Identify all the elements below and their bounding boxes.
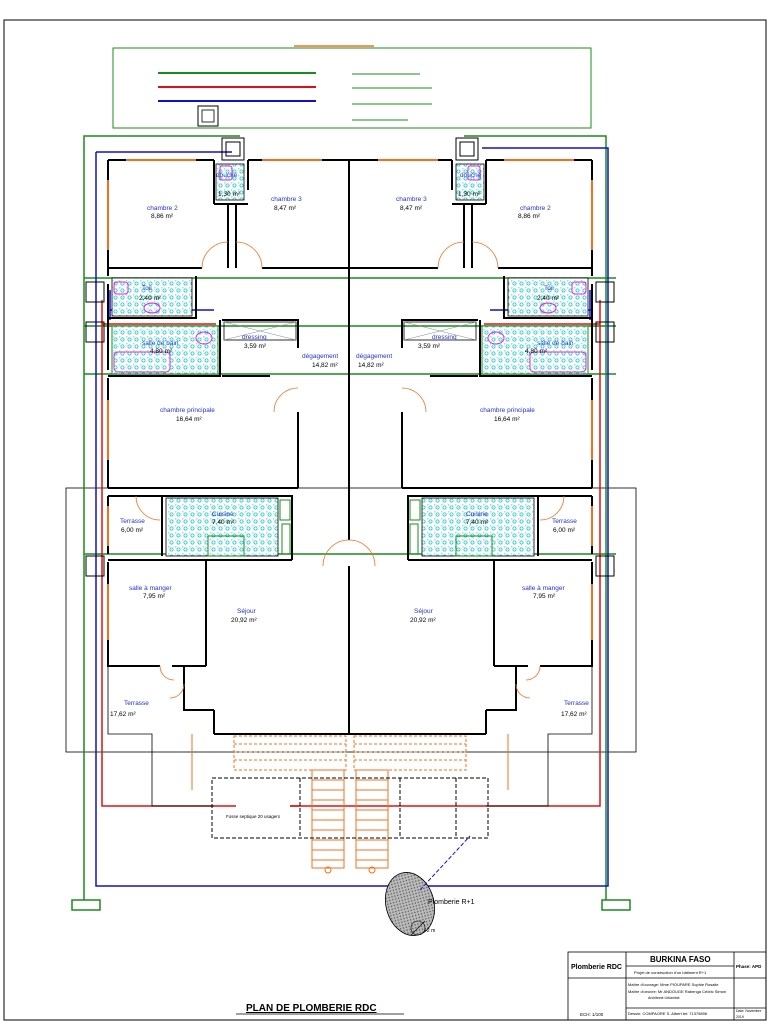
room-area: 6,00 m² — [121, 527, 144, 534]
room-name: chambre 2 — [147, 205, 178, 212]
inspection-boxes — [85, 137, 615, 577]
kitchen-fixtures — [207, 499, 493, 557]
room-name: dressing — [432, 334, 457, 341]
room-area: 14,82 m² — [312, 362, 338, 369]
room-name: douche — [216, 172, 238, 179]
room-area: 16,64 m² — [494, 416, 520, 423]
room-area: 3,59 m² — [244, 343, 267, 350]
septic-tank — [211, 777, 489, 839]
room-name: salle de bain — [537, 340, 574, 347]
room-name: Terrasse — [564, 700, 589, 707]
room-name: Terrasse — [120, 518, 145, 525]
sheet-name: Plomberie RDC — [571, 964, 622, 971]
room-area: 8,86 m² — [518, 213, 541, 220]
staircase — [233, 735, 467, 874]
room-area: 1,30 m² — [218, 191, 241, 198]
green-water-supply-lines — [71, 135, 631, 911]
room-area: 8,86 m² — [151, 213, 174, 220]
phase: Phase: APD — [736, 964, 762, 969]
room-labels-right: chambre 2 8,86 m² chambre 3 8,47 m² douc… — [356, 172, 589, 718]
septic-label: Fosse septique 20 usagers — [226, 814, 281, 819]
room-area: 7,95 m² — [533, 593, 556, 600]
room-area: 7,40 m² — [466, 519, 489, 526]
architect-role: Architecte Urbaniste — [648, 996, 680, 1000]
room-labels-left: chambre 2 8,86 m² chambre 3 8,47 m² douc… — [110, 172, 338, 718]
room-name: Toil — [544, 285, 554, 292]
room-area: 20,92 m² — [231, 617, 257, 624]
room-area: 7,95 m² — [143, 593, 166, 600]
room-name: dressing — [242, 334, 267, 341]
title-block — [567, 951, 767, 1021]
room-area: 6,00 m² — [553, 527, 576, 534]
room-name: Cuisine — [466, 511, 488, 518]
drawing-title: PLAN DE PLOMBERIE RDC — [246, 1003, 377, 1014]
date-label: Date: Novembre — [736, 1009, 762, 1013]
room-name: Toil — [142, 285, 152, 292]
sanitary-fixtures — [113, 165, 587, 373]
door-swings — [135, 241, 565, 699]
architect: Maître d'oeuvre: Mr ANDOUGE Rabenga Cédr… — [628, 989, 726, 994]
room-area: 3,59 m² — [418, 343, 441, 350]
room-name: chambre principale — [480, 407, 535, 414]
room-area: 2,40 m² — [537, 295, 560, 302]
owner: Maître d'ouvrage: Mme PIOUPARE Sophie Ro… — [628, 982, 719, 987]
legend — [112, 45, 592, 129]
room-area: 14,82 m² — [358, 362, 384, 369]
room-name: dégagement — [356, 353, 392, 360]
room-name: dégagement — [302, 353, 338, 360]
room-area: 4,80 m² — [525, 348, 548, 355]
room-name: salle à manger — [129, 585, 172, 592]
room-name: Cuisine — [212, 511, 234, 518]
room-area: 8,47 m² — [274, 205, 297, 212]
scale: ECH: 1/100 — [580, 1012, 604, 1017]
room-area: 16,64 m² — [176, 416, 202, 423]
room-name: Séjour — [237, 608, 257, 615]
room-area: 2,40 m² — [139, 295, 162, 302]
project-description: Projet de construction d'un bâtiment R+1 — [634, 970, 707, 975]
terrace-outline — [107, 666, 593, 807]
room-area: 8,47 m² — [400, 205, 423, 212]
upper-floor-plumbing-symbol — [384, 835, 471, 936]
room-name: chambre 3 — [396, 196, 427, 203]
room-name: salle à manger — [522, 585, 565, 592]
date-year: 2019 — [736, 1015, 744, 1019]
upper-floor-label: Plomberie R+1 — [428, 899, 475, 906]
room-name: chambre 2 — [520, 205, 551, 212]
scale-bar-label: +2 m — [424, 928, 435, 934]
room-name: chambre principale — [160, 407, 215, 414]
tiled-wet-areas — [111, 163, 589, 557]
room-name: chambre 3 — [271, 196, 302, 203]
room-area: 7,40 m² — [212, 519, 235, 526]
sheet-frame — [3, 19, 767, 1021]
country: BURKINA FASO — [650, 955, 711, 964]
room-name: Séjour — [414, 608, 434, 615]
room-area: 4,80 m² — [150, 348, 173, 355]
room-name: Terrasse — [552, 518, 577, 525]
annex-outline — [65, 487, 637, 753]
room-name: salle de bain — [142, 340, 179, 347]
walls — [107, 159, 593, 735]
room-name: Terrasse — [124, 700, 149, 707]
designer: Dessin: COMPAORE S. Albert tel: 71379896 — [628, 1011, 708, 1016]
room-area: 1,30 m² — [458, 191, 481, 198]
room-area: 20,92 m² — [410, 617, 436, 624]
room-area: 17,62 m² — [110, 711, 136, 718]
room-name: douche — [460, 172, 482, 179]
doors-and-windows — [107, 159, 593, 790]
room-area: 17,62 m² — [561, 711, 587, 718]
